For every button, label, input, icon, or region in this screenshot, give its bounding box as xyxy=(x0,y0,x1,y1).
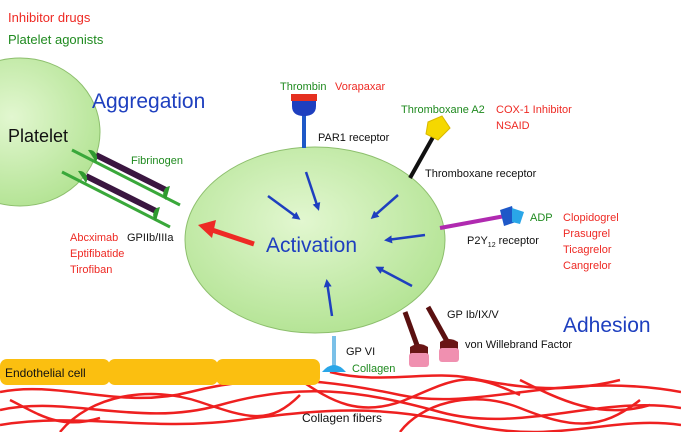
vwf-label: von Willebrand Factor xyxy=(465,339,572,351)
vorapaxar-label: Vorapaxar xyxy=(335,81,385,93)
red-activation-arrow xyxy=(198,220,255,247)
activation-title: Activation xyxy=(266,234,357,257)
activated-platelet xyxy=(184,146,446,334)
nsaid-label: NSAID xyxy=(496,120,530,132)
par1-receptor xyxy=(291,94,317,148)
thromboxane-receptor-label: Thromboxane receptor xyxy=(425,168,537,180)
gp2b3a-label: GPIIb/IIIa xyxy=(127,232,174,244)
collagen-fibers xyxy=(0,370,681,432)
prasugrel-label: Prasugrel xyxy=(563,228,610,240)
p2y12-subscript: 12 xyxy=(488,242,496,249)
adhesion-title: Adhesion xyxy=(563,314,651,337)
legend-inhibitor-drugs: Inhibitor drugs xyxy=(8,10,91,25)
aggregation-title: Aggregation xyxy=(92,90,205,113)
endothelial-cell-layer xyxy=(0,359,320,385)
p2y12-receptor-word: receptor xyxy=(499,235,540,247)
endothelial-cell-label: Endothelial cell xyxy=(5,366,86,380)
activation-arrows xyxy=(267,171,426,317)
thrombin-label: Thrombin xyxy=(280,81,326,93)
p2y12-receptor xyxy=(439,206,524,230)
platelet-cell xyxy=(0,57,101,207)
legend-platelet-agonists: Platelet agonists xyxy=(8,32,104,47)
p2y12-main: P2Y xyxy=(467,235,488,247)
gp6-label: GP VI xyxy=(346,346,375,358)
eptifibatide-label: Eptifibatide xyxy=(70,248,124,260)
abciximab-label: Abcximab xyxy=(70,232,118,244)
thromboxane-receptor xyxy=(408,115,451,179)
ticagrelor-label: Ticagrelor xyxy=(563,244,612,256)
tirofiban-label: Tirofiban xyxy=(70,264,112,276)
gp1b-label: GP Ib/IX/V xyxy=(447,309,499,321)
adp-label: ADP xyxy=(530,212,553,224)
cox1-inhibitor-label: COX-1 Inhibitor xyxy=(496,104,572,116)
collagen-fibers-label: Collagen fibers xyxy=(302,411,382,425)
par1-label: PAR1 receptor xyxy=(318,132,390,144)
fibrinogen-bridges xyxy=(61,148,181,229)
thromboxane-a2-label: Thromboxane A2 xyxy=(401,104,485,116)
platelet-label: Platelet xyxy=(8,126,68,146)
gp1b-receptors xyxy=(402,305,459,367)
clopidogrel-label: Clopidogrel xyxy=(563,212,619,224)
fibrinogen-label: Fibrinogen xyxy=(131,155,183,167)
cangrelor-label: Cangrelor xyxy=(563,260,612,272)
gp6-receptor xyxy=(322,336,346,372)
collagen-label: Collagen xyxy=(352,363,395,375)
